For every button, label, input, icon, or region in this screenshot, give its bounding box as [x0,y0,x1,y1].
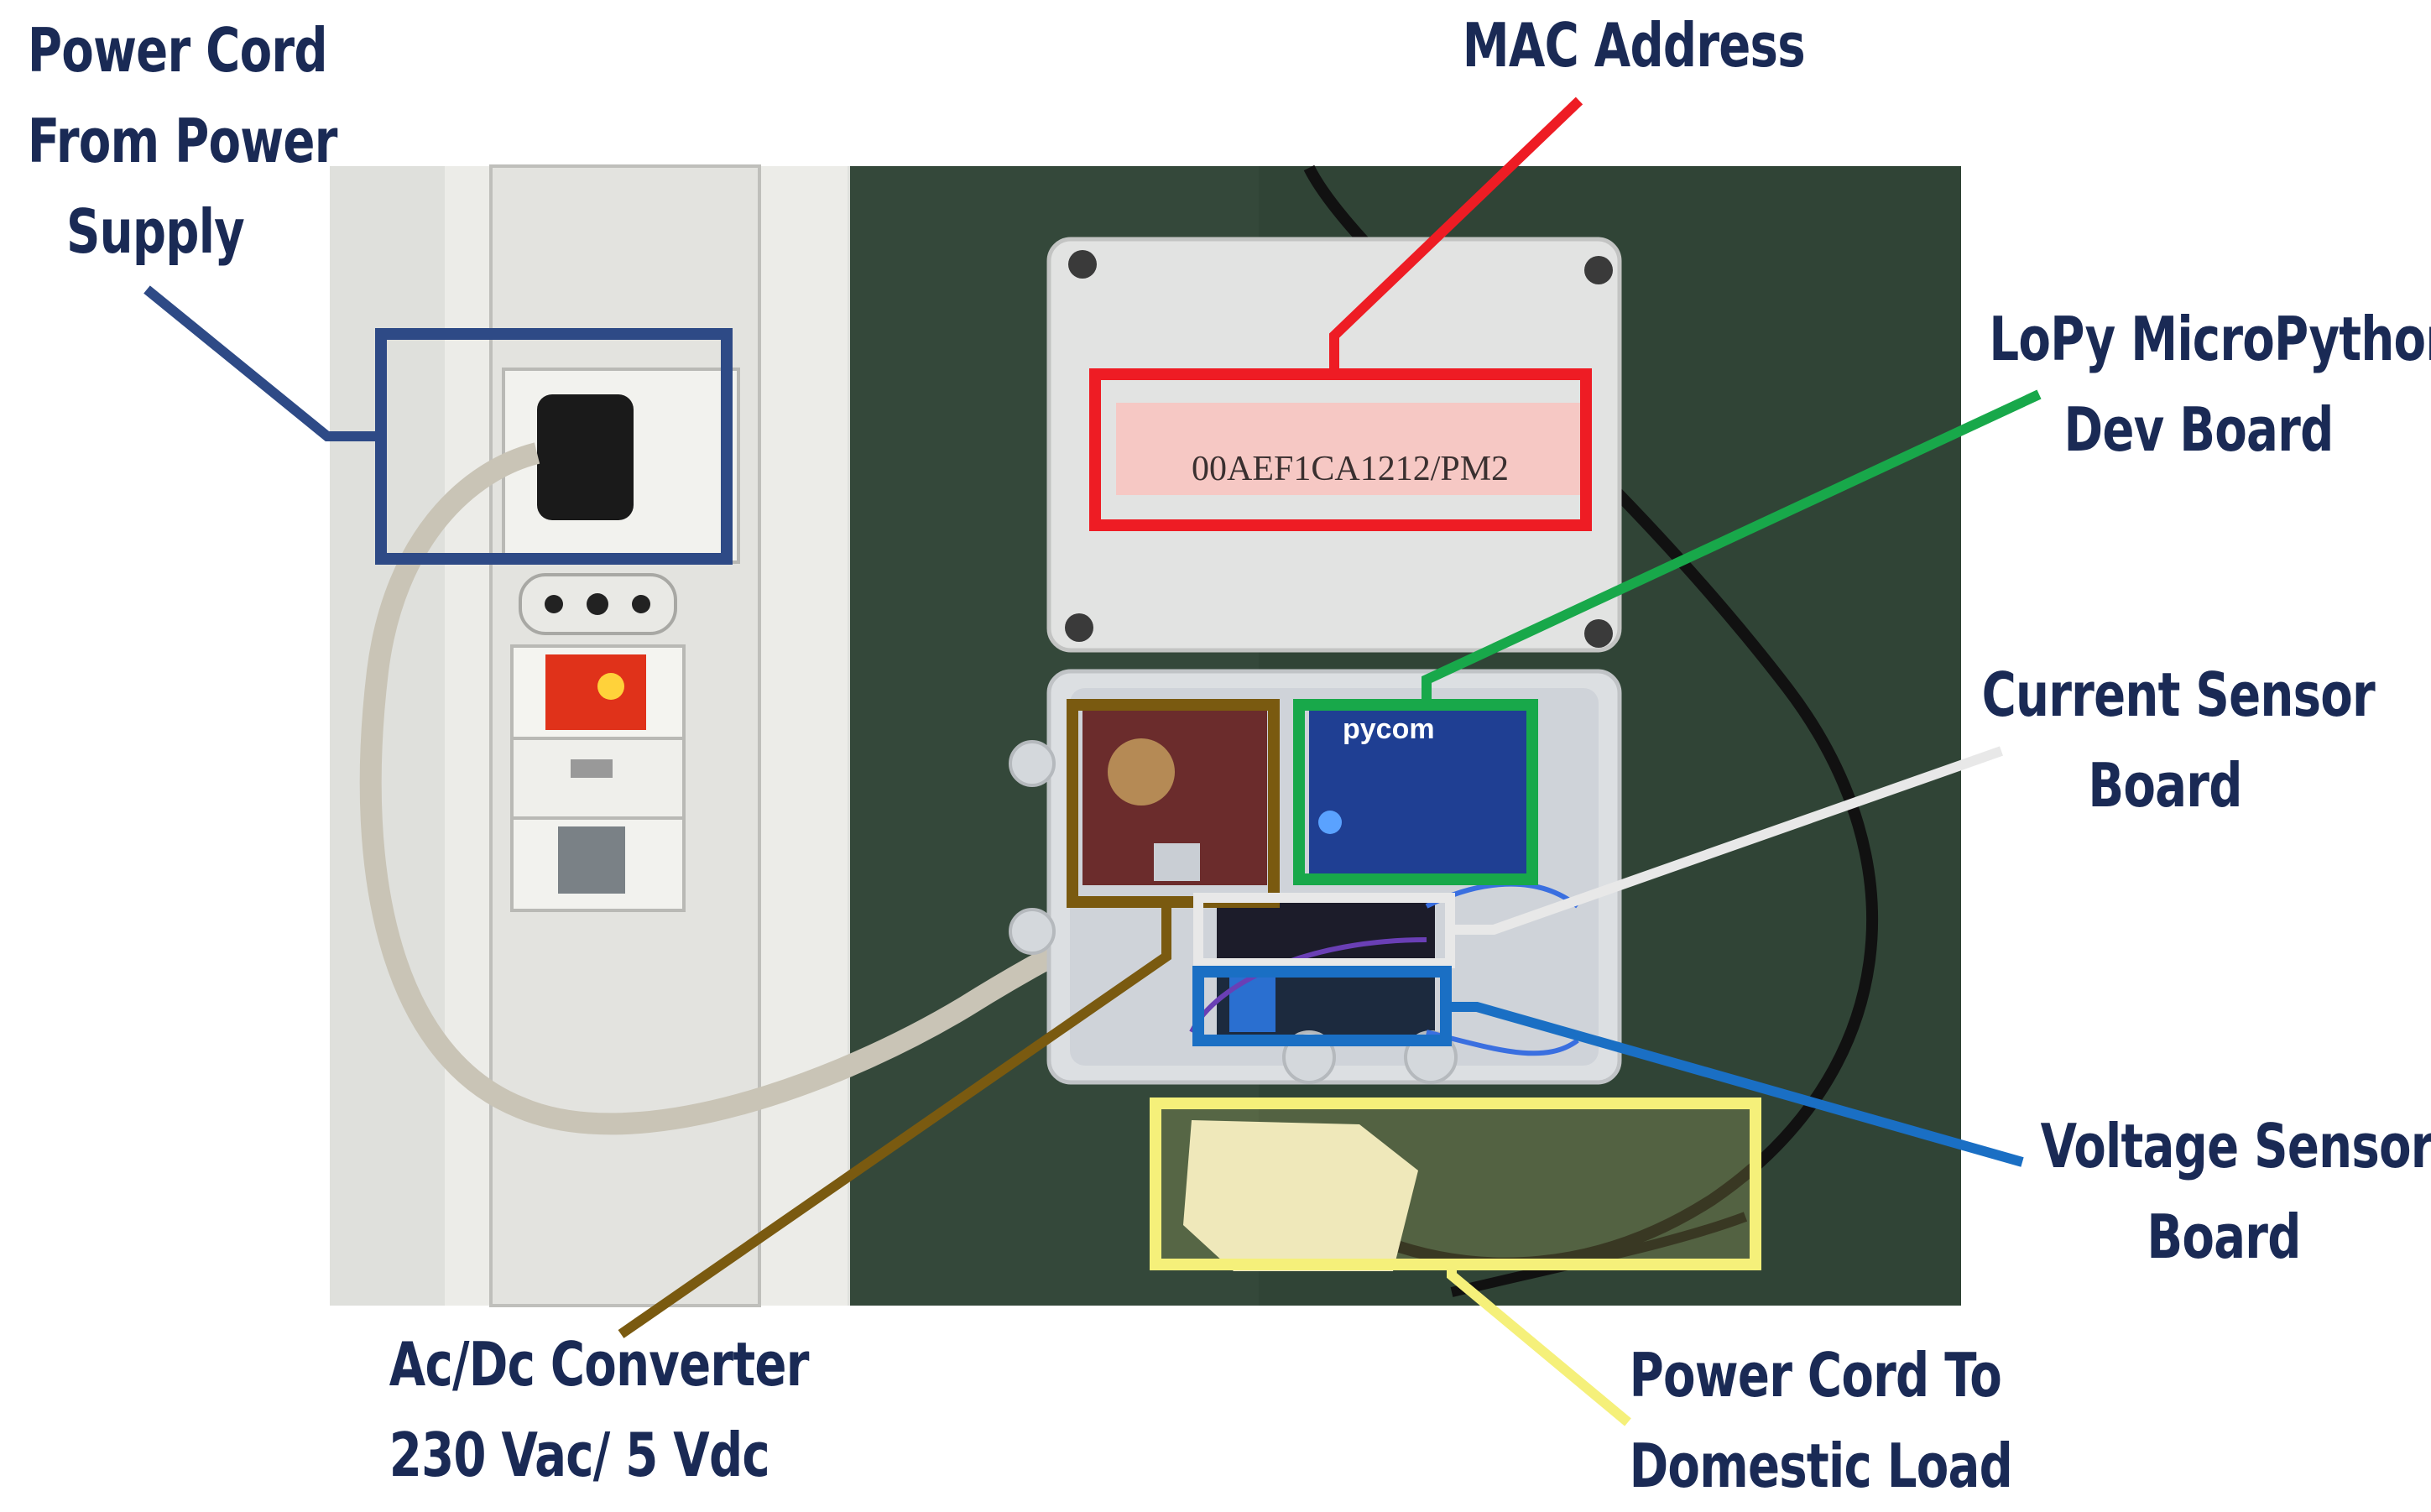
mac-sticker [1116,403,1586,495]
current-sensor-leader [1450,746,2003,935]
wall-plug [537,394,634,520]
label-power-cord-to-load: Power Cord To Domestic Load [1629,1340,2013,1501]
converter-leader [618,902,1171,1338]
label-voltage-sensor: Voltage Sensor Board [2040,1111,2431,1272]
mac-address-box [1089,368,1592,531]
label-lopy-board: LoPy MicroPython Dev Board [1989,304,2431,465]
lopy-leader [1422,389,2042,705]
power-supply-box [375,328,733,565]
label-current-sensor: Current Sensor Board [1981,660,2376,821]
pycom-logo: pycom [1343,713,1435,745]
load-plug [1183,1120,1418,1271]
power-supply-leader [143,285,381,441]
supply-cable [359,442,1121,1135]
voltage-sensor-leader [1446,1002,2024,1167]
red-switch [545,654,646,730]
breaker-switch [558,826,625,894]
lopy-board-box [1293,699,1538,885]
load-cord-box [1150,1098,1761,1270]
label-mac-address: MAC Address [1462,10,1806,81]
label-acdc-converter: Ac/Dc Converter 230 Vac/ 5 Vdc [389,1329,810,1490]
lopy-pcb [1309,709,1527,877]
mac-sticker-text: 00AEF1CA1212/PM2 [1192,450,1510,488]
label-power-cord-from-supply: Power Cord From Power Supply [27,15,338,267]
load-cord-leader [1447,1264,1631,1426]
mac-leader [1329,96,1583,374]
converter-box [1067,699,1280,908]
